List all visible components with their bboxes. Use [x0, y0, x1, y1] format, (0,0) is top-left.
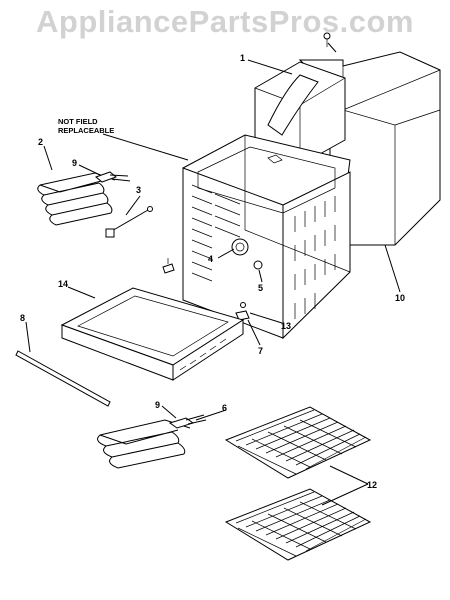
callout-6: 6 — [222, 403, 227, 413]
callout-5: 5 — [258, 283, 263, 293]
oven-rack-lower — [224, 488, 372, 561]
not-field-replaceable-note-line2: REPLACEABLE — [58, 126, 114, 135]
callout-9-lower: 9 — [155, 400, 160, 410]
oven-bottom-panel — [60, 287, 245, 381]
callout-3: 3 — [136, 185, 141, 195]
callout-9-upper: 9 — [72, 158, 77, 168]
callout-10: 10 — [395, 293, 405, 303]
callout-2: 2 — [38, 137, 43, 147]
oven-light — [253, 260, 263, 270]
callout-8: 8 — [20, 313, 25, 323]
leader-lines — [25, 42, 401, 506]
oven-cavity — [182, 134, 351, 340]
callout-14: 14 — [58, 279, 68, 289]
mounting-screw — [235, 302, 250, 321]
watermark: AppliancePartsPros.com — [36, 4, 414, 39]
temperature-sensor — [105, 206, 153, 238]
callout-4: 4 — [208, 254, 213, 264]
broil-element — [37, 171, 131, 226]
oven-fan-assembly — [231, 238, 249, 256]
callout-7: 7 — [258, 346, 263, 356]
bake-element — [97, 414, 207, 469]
trim-strip — [15, 350, 111, 407]
top-screw — [323, 32, 331, 47]
callout-12: 12 — [367, 480, 377, 490]
oven-rack-upper — [224, 406, 372, 479]
not-field-replaceable-note-line1: NOT FIELD — [58, 117, 98, 126]
callout-1: 1 — [240, 53, 245, 63]
element-clip — [162, 258, 175, 274]
callout-13: 13 — [281, 321, 291, 331]
